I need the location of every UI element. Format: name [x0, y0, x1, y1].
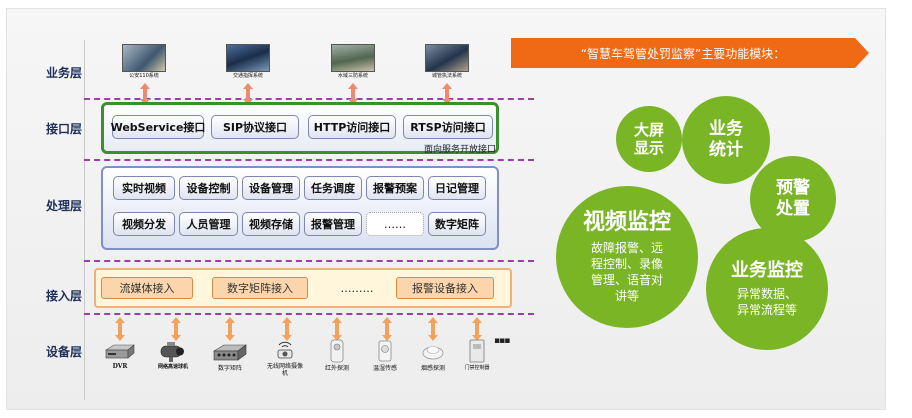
- feature-business-monitoring-title: 业务监控: [731, 260, 803, 281]
- processing-alarm-management: 报警管理: [304, 212, 362, 236]
- feature-business-monitoring: 业务监控 异常数据、 异常流程等: [706, 228, 828, 350]
- layer-label-processing: 处理层: [46, 199, 83, 213]
- processing-device-control: 设备控制: [179, 176, 238, 200]
- layer-label-device: 设备层: [46, 345, 83, 359]
- processing-video-storage: 视频存储: [242, 212, 300, 236]
- interface-caption: 面向服务开放接口: [423, 145, 496, 155]
- flood-control-photo: [331, 44, 375, 72]
- business-system-label: 水域三防系统: [337, 73, 368, 79]
- layer-label-interface: 接口层: [46, 122, 83, 136]
- double-arrow-icon: [225, 317, 235, 341]
- double-arrow-icon: [282, 317, 292, 341]
- device-label: 网络高速球机: [157, 364, 188, 370]
- processing-video-distribution: 视频分发: [113, 212, 175, 236]
- feature-warning-handling: 预警 处置: [750, 156, 836, 242]
- double-arrow-icon: [382, 317, 392, 341]
- device-label: 无线网络摄像机: [267, 363, 304, 377]
- feature-business-stats-label: 业务 统计: [709, 119, 743, 160]
- separator: [84, 313, 534, 315]
- more-devices: ▪▪▪: [494, 336, 510, 346]
- feature-big-screen-label: 大屏 显示: [633, 121, 664, 157]
- feature-business-monitoring-desc: 异常数据、 异常流程等: [736, 287, 797, 317]
- humidity-sensor-icon: [375, 338, 395, 364]
- processing-alarm-plan: 报警预案: [366, 176, 424, 200]
- feature-big-screen: 大屏 显示: [616, 106, 682, 172]
- dvr-icon: [104, 342, 136, 364]
- processing-log-management: 日记管理: [428, 176, 486, 200]
- police-110-photo: [122, 44, 166, 72]
- layer-label-access: 接入层: [46, 289, 83, 303]
- device-label: 红外探测: [324, 365, 349, 372]
- feature-warning-handling-label: 预警 处置: [776, 178, 810, 219]
- processing-personnel-management: 人员管理: [179, 212, 238, 236]
- urban-management-photo: [425, 44, 469, 72]
- double-arrow-icon: [171, 317, 181, 341]
- device-label: 烟感探测: [420, 365, 445, 372]
- device-label: DVR: [112, 363, 128, 370]
- processing-digital-matrix: 数字矩阵: [428, 212, 486, 236]
- device-label: 门禁控制器: [464, 365, 490, 371]
- feature-business-stats: 业务 统计: [682, 96, 770, 184]
- feature-video-monitoring-title: 视频监控: [582, 210, 671, 235]
- interface-rtsp: RTSP访问接口: [403, 115, 493, 139]
- business-system-label: 交通指挥系统: [232, 73, 263, 79]
- wireless-camera-icon: [273, 338, 297, 362]
- access-alarm-device: 报警设备接入: [396, 277, 494, 299]
- ptz-camera-icon: [158, 340, 188, 364]
- interface-sip: SIP协议接口: [211, 115, 299, 139]
- double-arrow-icon: [332, 317, 342, 341]
- feature-video-monitoring: 视频监控 故障报警、远 程控制、录像 管理、语音对 讲等: [556, 186, 698, 328]
- processing-device-management: 设备管理: [242, 176, 300, 200]
- separator: [84, 260, 534, 262]
- interface-http: HTTP访问接口: [308, 115, 396, 139]
- double-arrow-icon: [115, 317, 125, 341]
- processing-realtime-video: 实时视频: [113, 176, 175, 200]
- banner-arrow-icon: [855, 38, 869, 68]
- interface-webservice: WebService接口: [111, 115, 205, 139]
- infrared-detector-icon: [327, 338, 347, 364]
- access-digital-matrix: 数字矩阵接入: [212, 277, 308, 299]
- digital-matrix-icon: [212, 342, 248, 364]
- feature-video-monitoring-desc: 故障报警、远 程控制、录像 管理、语音对 讲等: [590, 241, 663, 303]
- double-arrow-icon: [472, 317, 482, 341]
- smoke-detector-icon: [421, 340, 445, 362]
- traffic-command-photo: [226, 44, 270, 72]
- business-system-label: 公安110系统: [129, 73, 159, 79]
- business-system-label: 城管执法系统: [431, 73, 462, 79]
- access-controller-icon: [467, 338, 487, 364]
- processing-task-scheduling: 任务调度: [304, 176, 362, 200]
- processing-ellipsis: ……: [366, 212, 424, 236]
- device-label: 温湿传感: [372, 365, 397, 372]
- separator: [84, 98, 534, 100]
- device-label: 数字矩阵: [217, 365, 242, 372]
- label-divider: [84, 40, 85, 400]
- access-ellipsis: ………: [340, 281, 374, 295]
- layer-label-business: 业务层: [46, 66, 83, 80]
- double-arrow-icon: [428, 317, 438, 341]
- separator: [84, 159, 534, 161]
- function-banner: “智慧车驾管处罚监察”主要功能模块：: [511, 38, 855, 68]
- access-streaming-media: 流媒体接入: [101, 277, 193, 299]
